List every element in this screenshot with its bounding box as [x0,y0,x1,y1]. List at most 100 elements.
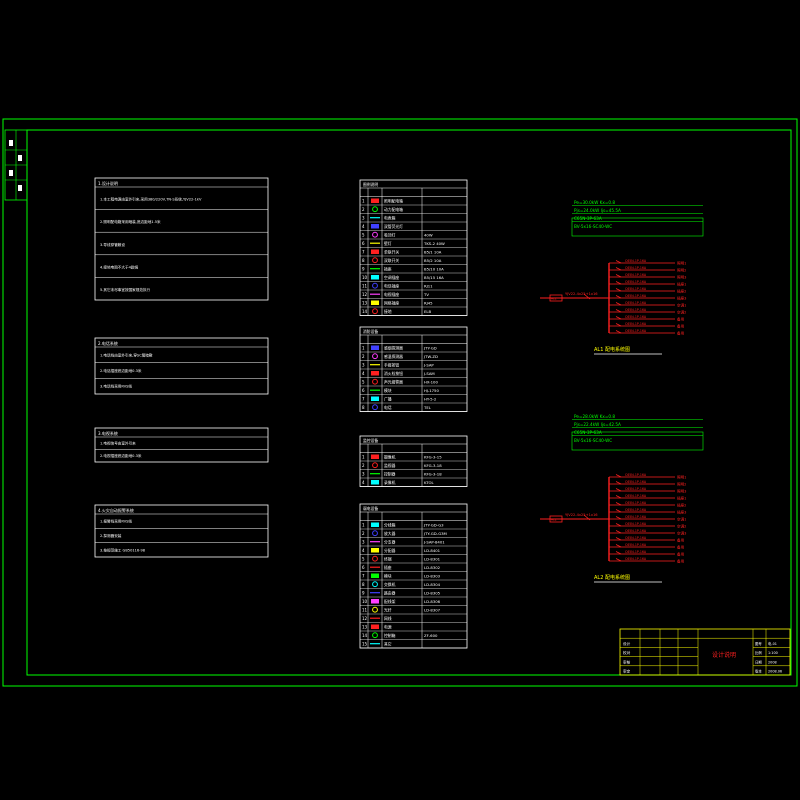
legend-symbol [372,378,378,385]
branch-breaker: C65N-1P-16A [625,280,647,284]
panel-header-box [571,217,704,237]
legend-symbol [371,548,379,553]
main-breaker [549,515,563,523]
legend-title: 图例说明 [363,182,378,187]
branch-breaker: C65N-1P-16A [625,287,647,291]
legend-index: 7 [362,397,365,402]
branch-switch [615,267,622,271]
panel-header-box [571,431,704,451]
legend-index: 15 [362,642,368,647]
branch-load: 插座2 [677,503,686,508]
legend-spec: ELB [424,309,432,314]
legend-name: 监视器 [384,463,396,468]
note-box [94,504,269,558]
legend-name: 感烟探测器 [384,346,403,351]
legend-spec: J-SAP-8401 [423,540,445,545]
legend-spec: J-SAP [423,363,434,368]
legend-index: 11 [362,284,368,289]
legend-name: 电话插座 [384,284,399,289]
legend-symbol [372,353,378,360]
panel-header-line: BV-5x16-SC40-WC [574,224,612,229]
legend-index: 13 [362,625,368,630]
legend-name: 路由器 [384,591,396,596]
legend-index: 2 [362,531,365,536]
note-row-text: 1.本工程电源由室外引来,采用380/220V,TN-S系统,YJV22-1kV [100,197,202,202]
note-title: 1.设计说明 [98,180,118,186]
branch-switch [615,558,622,562]
branch-switch [615,481,622,485]
legend-name: 电源 [384,625,392,630]
branch-breaker: C65N-1P-16A [625,301,647,305]
legend-symbol [372,282,378,289]
branch-switch [615,474,622,478]
legend-spec: B5/2 10A [424,258,442,263]
title-block-label: 设计 [623,641,631,646]
legend-symbol [371,599,379,604]
title-block-label: 审定 [623,669,631,674]
branch-switch [615,281,622,285]
note-box [94,427,269,463]
legend-index: 12 [362,292,368,297]
legend-spec: J-SAM [423,371,435,376]
branch-breaker: C65N-1P-16A [625,515,647,519]
note-row-text: 1.电话线由室外引来,穿SC管暗敷 [100,352,153,357]
incoming-cable: YJV22-4x25+1x16 [565,513,598,517]
legend-name: 模块 [384,574,392,579]
legend-symbol [372,581,378,588]
legend-index: 11 [362,608,368,613]
branch-breaker: C65N-1P-16A [625,557,647,561]
legend-symbol [371,300,379,305]
legend-index: 4 [362,371,365,376]
switch-blade [583,514,591,521]
note-box [94,177,269,301]
legend-index: 4 [362,480,365,485]
legend-spec: KFG-3-15 [424,455,442,460]
legend-symbol [372,231,378,238]
legend-index: 9 [362,267,365,272]
notes-section: 1.设计说明 1.本工程电源由室外引来,采用380/220V,TN-S系统,YJV… [94,177,269,558]
branch-load: 照明1 [677,475,686,480]
branch-switch [615,502,622,506]
branch-load: 照明3 [677,275,686,280]
legend-symbol [372,632,378,639]
legend-symbol [372,606,378,613]
panel-header-line: C65N-3P-63A [574,430,602,435]
legend-name: 空调插座 [384,275,399,280]
legend-index: 1 [362,523,365,528]
branch-load: 备用 [677,559,685,564]
panel-header-line: Pe=30.0kW Kx=0.8 [574,200,615,205]
legend-spec: JTW-ZD [423,354,438,359]
legend-name: 吸顶灯 [384,233,396,238]
legend-spec: LD-8306 [424,599,441,604]
legend-name: 放大器 [384,531,396,536]
legend-name: 分配器 [384,548,396,553]
note-row-text: 2.电话插座底边距地0.3米 [100,368,142,373]
legend-index: 1 [362,346,365,351]
branch-load: 空调1 [677,303,686,308]
legend-symbol [371,522,379,527]
title-block-label: 审核 [623,659,631,664]
legend-symbol [372,530,378,537]
legend-name: 交换机 [384,582,396,587]
branch-switch [615,260,622,264]
legend-index: 4 [362,548,365,553]
legend-title: 监控设备 [363,438,378,443]
legend-index: 2 [362,463,365,468]
panel-header-line: Pe=28.0kW Kx=0.8 [574,414,615,419]
legend-spec: KFG-3-18 [424,463,442,468]
legend-name: 双管荧光灯 [384,224,403,229]
title-block-label: 版本 [755,669,762,674]
branch-switch [615,523,622,527]
legend-name: 壁灯 [384,241,392,246]
legend-name: 双联开关 [384,258,399,263]
legend-index: 1 [362,199,365,204]
title-block-label: 图号 [755,641,762,646]
branch-load: 插座3 [677,296,686,301]
branch-load: 照明2 [677,268,686,273]
branch-breaker: C65N-1P-16A [625,315,647,319]
legend-index: 8 [362,258,365,263]
